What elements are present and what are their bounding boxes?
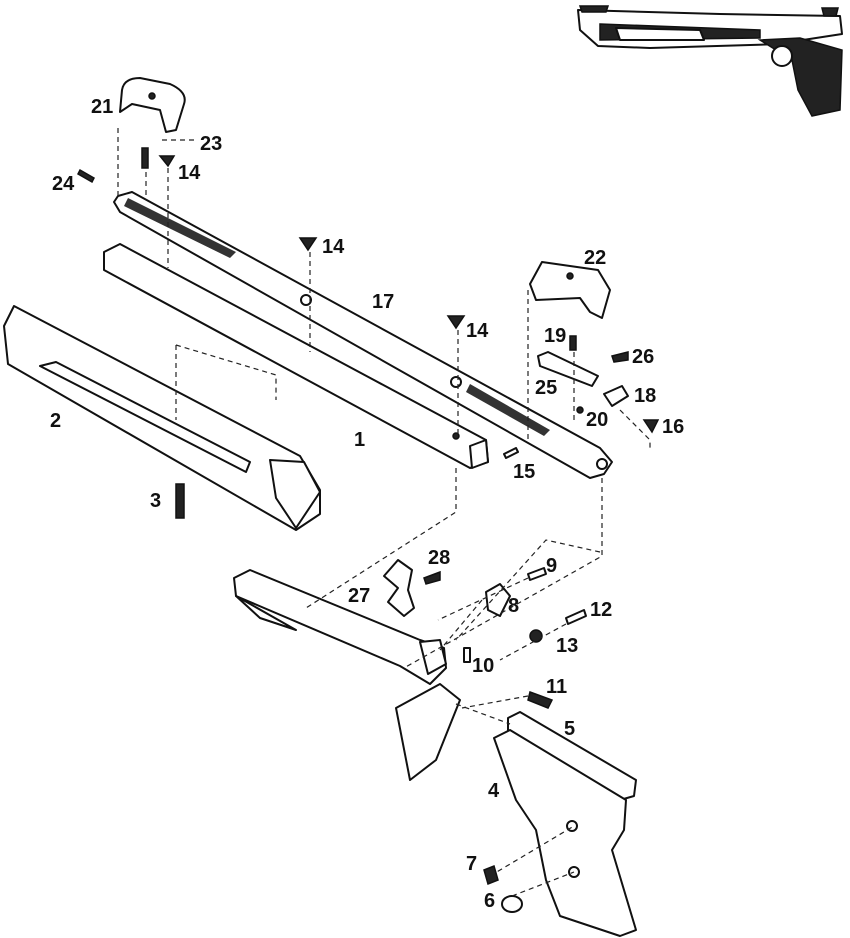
part-20-ball	[576, 406, 584, 414]
part-1-barrel	[103, 243, 489, 469]
label-4: 4	[488, 780, 500, 802]
label-18: 18	[634, 385, 657, 407]
label-14-b: 14	[322, 236, 345, 258]
label-12: 12	[590, 599, 613, 621]
part-11-spring	[527, 691, 554, 709]
part-16-screw	[642, 419, 660, 434]
label-3: 3	[150, 490, 162, 512]
part-8-sear	[485, 583, 511, 617]
part-2-shroud	[3, 305, 321, 531]
part-26-screw	[611, 351, 629, 363]
label-17: 17	[372, 291, 395, 313]
label-6: 6	[484, 890, 496, 912]
label-24: 24	[52, 173, 75, 195]
label-1: 1	[354, 429, 366, 451]
label-10: 10	[472, 655, 495, 677]
part-15-pin	[503, 447, 519, 459]
part-14-screw-c	[446, 315, 466, 330]
part-25-lever	[537, 351, 599, 387]
part-23-pin	[141, 147, 149, 169]
part-19-pin	[569, 335, 577, 351]
label-23: 23	[200, 133, 223, 155]
part-21-rear-cover	[119, 77, 186, 133]
label-27: 27	[348, 585, 371, 607]
grip-frame	[395, 683, 461, 781]
part-28-spring	[423, 570, 441, 585]
label-14-a: 14	[178, 162, 201, 184]
part-17-receiver	[113, 191, 613, 479]
label-25: 25	[535, 377, 558, 399]
part-12-pin	[565, 609, 587, 625]
assembled-pistol-thumbnail	[577, 5, 843, 117]
part-22-front-cover	[529, 261, 611, 319]
label-8: 8	[508, 595, 520, 617]
part-27-trigger	[383, 559, 415, 617]
label-2: 2	[50, 410, 62, 432]
part-3-screw	[175, 483, 185, 519]
part-10-pin	[463, 647, 471, 663]
label-22: 22	[584, 247, 607, 269]
label-11: 11	[546, 676, 568, 698]
label-19: 19	[544, 325, 567, 347]
label-7: 7	[466, 853, 478, 875]
part-14-screw-b	[298, 237, 318, 252]
label-9: 9	[546, 555, 558, 577]
label-26: 26	[632, 346, 655, 368]
label-5: 5	[564, 718, 576, 740]
part-24-spring	[77, 168, 95, 184]
label-15: 15	[513, 461, 536, 483]
frame	[233, 569, 447, 685]
part-13-spring	[529, 629, 543, 643]
label-16: 16	[662, 416, 685, 438]
assembly-lines	[117, 128, 651, 897]
part-9-pin	[527, 567, 547, 581]
part-6-medallion	[501, 895, 523, 913]
label-28: 28	[428, 547, 451, 569]
label-20: 20	[586, 409, 609, 431]
label-13: 13	[556, 635, 579, 657]
label-21: 21	[91, 96, 114, 118]
part-18-catch	[603, 385, 629, 407]
part-14-screw-a	[158, 155, 176, 168]
label-14-c: 14	[466, 320, 489, 342]
